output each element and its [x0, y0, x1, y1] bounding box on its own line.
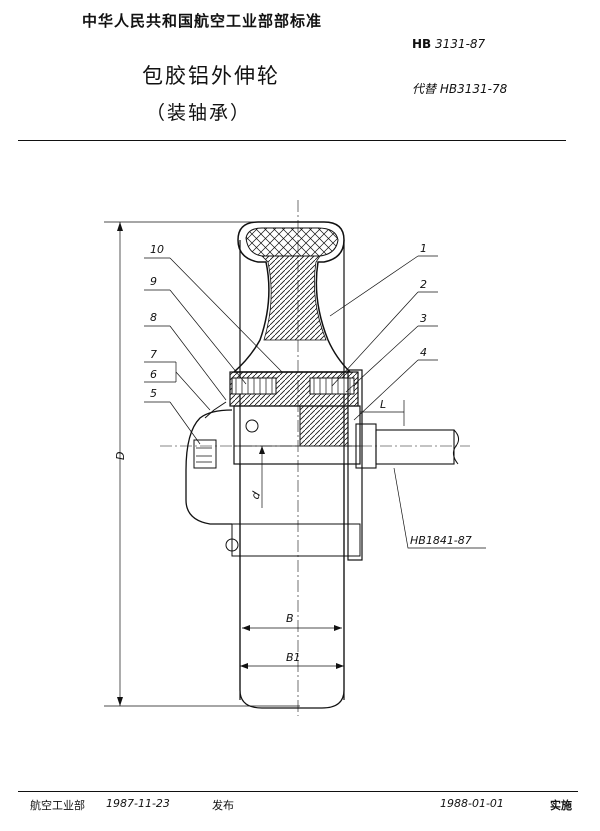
hub-section [229, 369, 363, 561]
footer-implementation-date: 1988-01-01 [440, 797, 504, 810]
standard-number-value: 3131-87 [435, 37, 486, 51]
axle [160, 200, 470, 716]
callout-10: 10 [150, 243, 164, 256]
dimension-B: B [242, 612, 342, 631]
callout-3: 3 [420, 312, 427, 325]
callout-5: 5 [150, 387, 157, 400]
reference-leader: HB1841-87 [393, 467, 486, 549]
header-rule [18, 140, 566, 141]
document-title: 包胶铝外伸轮 [142, 64, 280, 88]
callout-6: 6 [150, 368, 157, 381]
standard-prefix: HB [412, 37, 432, 51]
callout-7: 7 [150, 348, 157, 361]
callouts-left: 10 9 8 7 6 5 [144, 243, 283, 445]
callouts-right: 1 2 3 4 [329, 242, 438, 421]
footer-implementation-label: 实施 [550, 799, 572, 812]
replaces-standard: 代替 HB3131-78 [412, 82, 508, 96]
callout-2: 2 [420, 278, 427, 291]
dim-B-label: B [286, 612, 294, 625]
reference-standard: HB1841-87 [410, 534, 472, 547]
callout-1: 1 [420, 242, 427, 255]
footer-issue-date: 1987-11-23 [106, 797, 170, 810]
standard-number: HB 3131-87 [412, 37, 485, 51]
dim-B1-label: B1 [286, 651, 301, 664]
dim-d-label: d [249, 489, 264, 501]
footer-issue-label: 发布 [212, 799, 234, 812]
end-cap [185, 401, 239, 552]
lower-wheel [231, 464, 361, 709]
callout-4: 4 [420, 346, 427, 359]
document-subtitle: （装轴承） [146, 102, 252, 124]
issuing-authority: 中华人民共和国航空工业部部标准 [82, 12, 323, 30]
dim-L-label: L [380, 398, 386, 411]
dimension-d: d [249, 446, 265, 508]
footer-rule [18, 791, 578, 792]
callout-9: 9 [150, 275, 157, 288]
callout-8: 8 [150, 311, 157, 324]
dimension-L: L [360, 398, 405, 426]
footer-issuer: 航空工业部 [30, 799, 85, 812]
dim-D-label: D [114, 452, 127, 460]
dimension-B1: B1 [240, 651, 344, 669]
